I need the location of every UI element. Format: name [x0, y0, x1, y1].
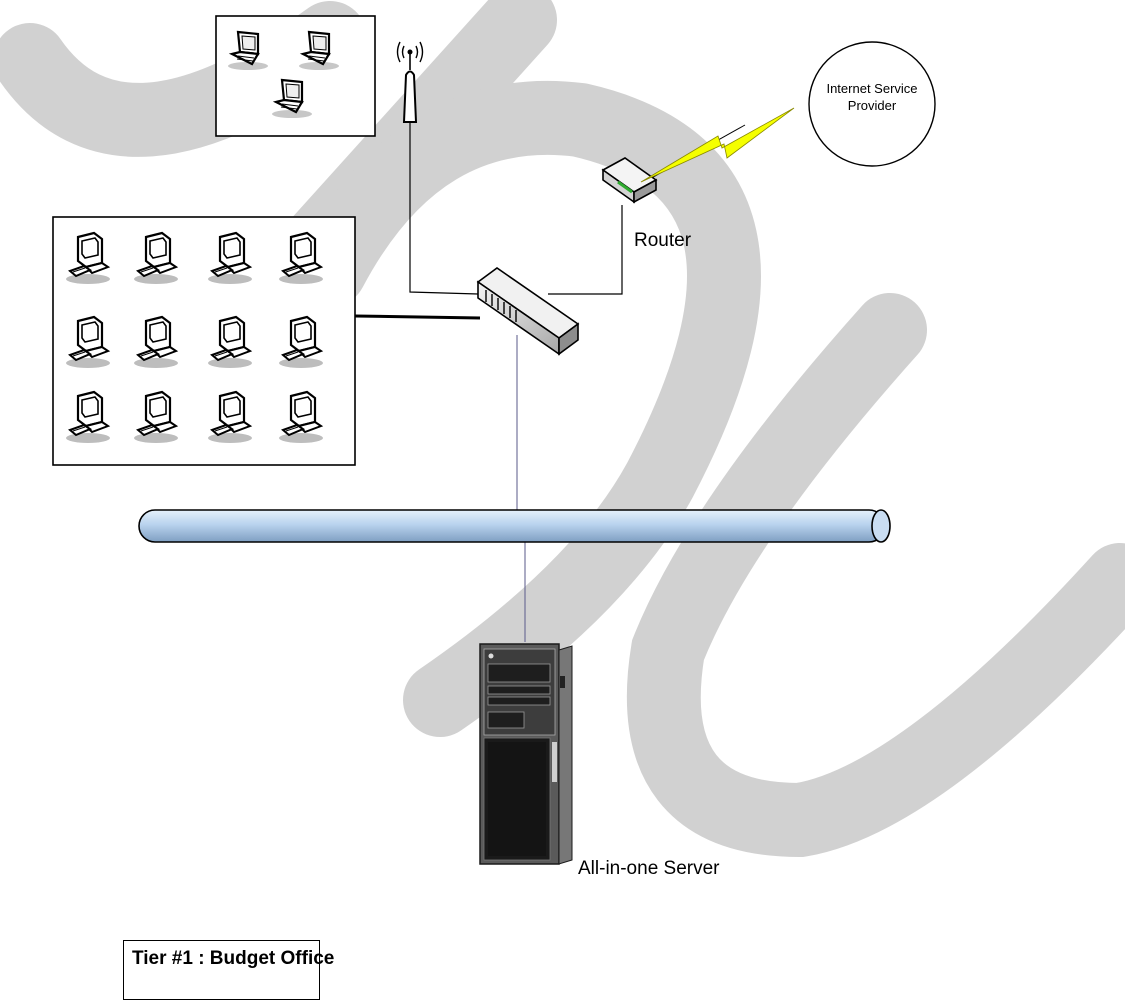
- server-label: All-in-one Server: [578, 858, 720, 880]
- server-icon: [480, 644, 572, 864]
- isp-label: Internet Service Provider: [812, 80, 932, 114]
- network-backbone-bus: [139, 510, 890, 542]
- switch-icon: [478, 268, 578, 354]
- tier-label-box: Tier #1 : Budget Office: [123, 940, 320, 1000]
- router-label: Router: [634, 230, 691, 252]
- tier-label: Tier #1 : Budget Office: [132, 948, 334, 970]
